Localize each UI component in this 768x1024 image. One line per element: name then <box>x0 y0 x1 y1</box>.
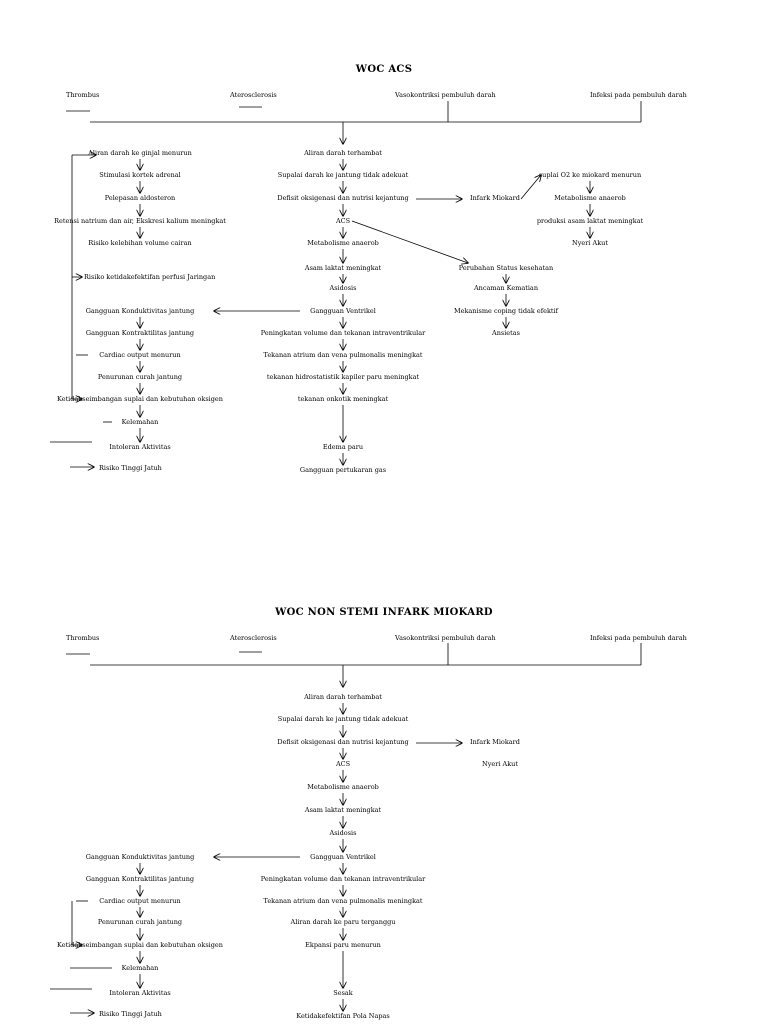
node-c_infeksi: Infeksi pada pembuluh darah <box>590 91 687 99</box>
node-r1: Infark Miokard <box>470 738 520 746</box>
node-n5: Metabolisme anaerob <box>307 783 379 791</box>
node-l7: Gangguan Konduktivitas jantung <box>85 853 195 861</box>
node-c_infeksi: Infeksi pada pembuluh darah <box>590 634 687 642</box>
diagram-title: WOC ACS <box>355 64 413 75</box>
node-n1: Aliran darah terhambat <box>304 693 382 701</box>
node-l8: Gangguan Kontraktilitas jantung <box>85 329 195 337</box>
node-n7: Asidosis <box>329 829 357 837</box>
node-l9: Cardiac output menurun <box>99 897 181 905</box>
node-n12: Ekpansi paru menurun <box>305 941 381 949</box>
node-l12: Kelemahan <box>121 418 159 426</box>
node-r5: Nyeri Akut <box>572 239 608 247</box>
node-n2: Supalai darah ke jantung tidak adekuat <box>277 171 409 179</box>
node-n6: Asam laktat meningkat <box>304 806 382 814</box>
node-r3: Metabolisme anaerob <box>554 194 626 202</box>
node-r6: Perubahan Status kesehatan <box>458 264 554 272</box>
node-l9: Cardiac output menurun <box>99 351 181 359</box>
node-r7: Ancaman Kematian <box>473 284 539 292</box>
node-n8: Gangguan Ventrikel <box>310 853 376 861</box>
node-n6: Asam laktat meningkat <box>304 264 382 272</box>
node-l10: Penurunan curah jantung <box>97 918 183 926</box>
node-l4: Retensi natrium dan air, Ekskresi kalium… <box>54 217 226 225</box>
node-n5: Metabolisme anaerob <box>307 239 379 247</box>
node-c_atero: Aterosclerosis <box>230 634 277 642</box>
node-c_vaso: Vasokontriksi pembuluh darah <box>395 634 496 642</box>
node-l7: Gangguan Konduktivitas jantung <box>85 307 195 315</box>
node-r4: produksi asam laktat meningkat <box>536 217 644 225</box>
node-l13: Intoleran Aktivitas <box>109 989 171 997</box>
node-l3: Pelepasan aldosteron <box>104 194 176 202</box>
node-n4: ACS <box>335 217 351 225</box>
node-l11: Ketidakseimbangan suplai dan kebutuhan o… <box>57 395 223 403</box>
node-l11: Ketidakseimbangan suplai dan kebutuhan o… <box>57 941 223 949</box>
node-n14: Gangguan pertukaran gas <box>299 466 387 474</box>
node-n14: Ketidakefektifan Pola Napas <box>296 1012 390 1020</box>
node-n9: Peningkatan volume dan tekanan intravent… <box>260 329 426 337</box>
node-r9: Ansietas <box>492 329 520 337</box>
node-n9: Peningkatan volume dan tekanan intravent… <box>260 875 426 883</box>
node-n10: Tekanan atrium dan vena pulmonalis menin… <box>263 351 423 359</box>
node-l14: Risiko Tinggi Jatuh <box>99 464 162 472</box>
node-l5: Risiko kelebihan volume cairan <box>88 239 192 247</box>
node-l13: Intoleran Aktivitas <box>109 443 171 451</box>
node-n12: tekanan onkotik meningkat <box>297 395 389 403</box>
node-n3: Defisit oksigenasi dan nutrisi kejantung <box>277 194 409 202</box>
node-l12: Kelemahan <box>121 964 159 972</box>
node-l1: Aliran darah ke ginjal menurun <box>88 149 192 157</box>
node-n13: Edema paru <box>322 443 364 451</box>
node-l6: Risiko ketidakefektifan perfusi Jaringan <box>84 273 216 281</box>
node-r1: Infark Miokard <box>470 194 520 202</box>
node-l2: Stimulasi kortek adrenal <box>99 171 181 179</box>
node-c_vaso: Vasokontriksi pembuluh darah <box>395 91 496 99</box>
diagram-title: WOC NON STEMI INFARK MIOKARD <box>275 607 493 618</box>
node-l8: Gangguan Kontraktilitas jantung <box>85 875 195 883</box>
node-n13: Sesak <box>333 989 353 997</box>
node-n1: Aliran darah terhambat <box>304 149 382 157</box>
node-n10: Tekanan atrium dan vena pulmonalis menin… <box>263 897 423 905</box>
node-r5: Nyeri Akut <box>482 760 518 768</box>
node-c_atero: Aterosclerosis <box>230 91 277 99</box>
node-l10: Penurunan curah jantung <box>97 373 183 381</box>
flow-arrow <box>351 220 468 263</box>
node-n11: tekanan hidrostatistik kapiler paru meni… <box>266 373 420 381</box>
node-n7: Asidosis <box>329 284 357 292</box>
flow-arrow <box>520 175 541 200</box>
node-n11: Aliran darah ke paru terganggu <box>290 918 396 926</box>
node-n2: Supalai darah ke jantung tidak adekuat <box>277 715 409 723</box>
node-n8: Gangguan Ventrikel <box>310 307 376 315</box>
node-c_thrombus: Thrombus <box>66 634 100 642</box>
node-r2: suplai O2 ke miokard menurun <box>538 171 642 179</box>
node-r8: Mekanisme coping tidak efektif <box>453 307 559 315</box>
node-c_thrombus: Thrombus <box>66 91 100 99</box>
node-n4: ACS <box>335 760 351 768</box>
node-n3: Defisit oksigenasi dan nutrisi kejantung <box>277 738 409 746</box>
node-l14: Risiko Tinggi Jatuh <box>99 1010 162 1018</box>
